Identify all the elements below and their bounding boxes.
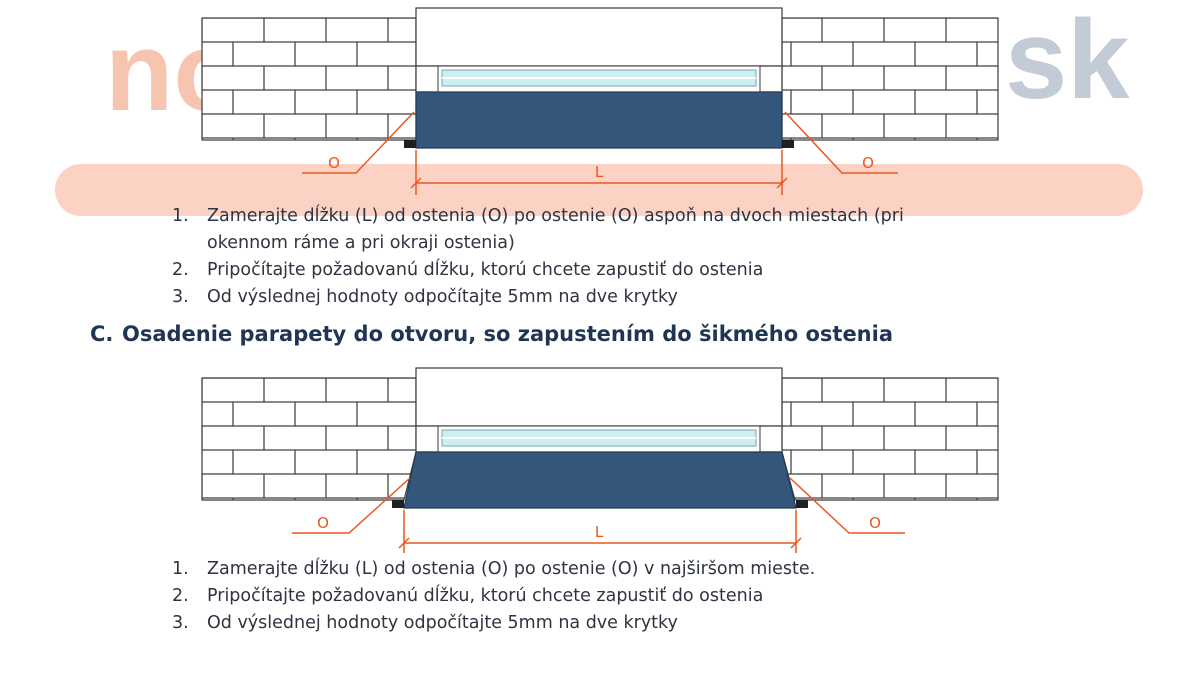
ostenie-label-right: O <box>862 154 874 172</box>
parapet-sill <box>392 451 808 509</box>
highlight-band <box>55 164 1143 216</box>
list-item-text: Zamerajte dĺžku (L) od ostenia (O) po os… <box>207 206 904 253</box>
list-item: 1. Zamerajte dĺžku (L) od ostenia (O) po … <box>172 556 987 583</box>
leader-line-right <box>789 477 905 534</box>
list-item-number: 3. <box>172 613 189 633</box>
ostenie-label-left: O <box>328 154 340 172</box>
ostenie-label-right: O <box>869 514 881 532</box>
list-item-text: Pripočítajte požadovanú dĺžku, ktorú chc… <box>207 586 764 606</box>
list-item-text: Od výslednej hodnoty odpočítajte 5mm na … <box>207 613 678 633</box>
parapet-sill <box>404 91 794 149</box>
diagram-slanted-reveal: L O O <box>201 367 999 553</box>
section-heading: C. Osadenie parapety do otvoru, so zapust… <box>90 322 893 346</box>
watermark-right: sk <box>1005 0 1130 122</box>
list-item-text: Pripočítajte požadovanú dĺžku, ktorú chc… <box>207 260 764 280</box>
steps-list-straight: 1. Zamerajte dĺžku (L) od ostenia (O) po … <box>172 203 987 311</box>
brick-wall-left <box>201 17 417 141</box>
list-item: 2. Pripočítajte požadovanú dĺžku, ktorú c… <box>172 257 987 284</box>
length-label: L <box>595 163 604 181</box>
list-item-number: 1. <box>172 206 189 226</box>
list-item-text: Zamerajte dĺžku (L) od ostenia (O) po os… <box>207 559 816 579</box>
list-item-number: 1. <box>172 559 189 579</box>
list-item-number: 2. <box>172 260 189 280</box>
list-item-text: Od výslednej hodnoty odpočítajte 5mm na … <box>207 287 678 307</box>
leader-line-left <box>302 111 415 174</box>
section-letter: C. <box>90 322 114 346</box>
brick-wall-right <box>781 377 999 501</box>
list-item: 2. Pripočítajte požadovanú dĺžku, ktorú c… <box>172 583 987 610</box>
steps-list-slanted: 1. Zamerajte dĺžku (L) od ostenia (O) po … <box>172 556 987 637</box>
window-glass <box>441 429 757 447</box>
list-item: 3. Od výslednej hodnoty odpočítajte 5mm n… <box>172 284 987 311</box>
list-item-number: 3. <box>172 287 189 307</box>
dimension-length <box>398 510 802 553</box>
diagram-straight-reveal: L O O <box>201 7 999 195</box>
leader-line-left <box>292 477 411 534</box>
length-label: L <box>595 523 604 541</box>
brick-wall-right <box>781 17 999 141</box>
brick-wall-left <box>201 377 417 501</box>
ostenie-label-left: O <box>317 514 329 532</box>
list-item-number: 2. <box>172 586 189 606</box>
section-title: Osadenie parapety do otvoru, so zapusten… <box>122 322 894 346</box>
leader-line-right <box>784 111 898 174</box>
dimension-length <box>410 150 788 195</box>
list-item: 3. Od výslednej hodnoty odpočítajte 5mm n… <box>172 610 987 637</box>
list-item: 1. Zamerajte dĺžku (L) od ostenia (O) po … <box>172 203 987 257</box>
window-glass <box>441 69 757 87</box>
